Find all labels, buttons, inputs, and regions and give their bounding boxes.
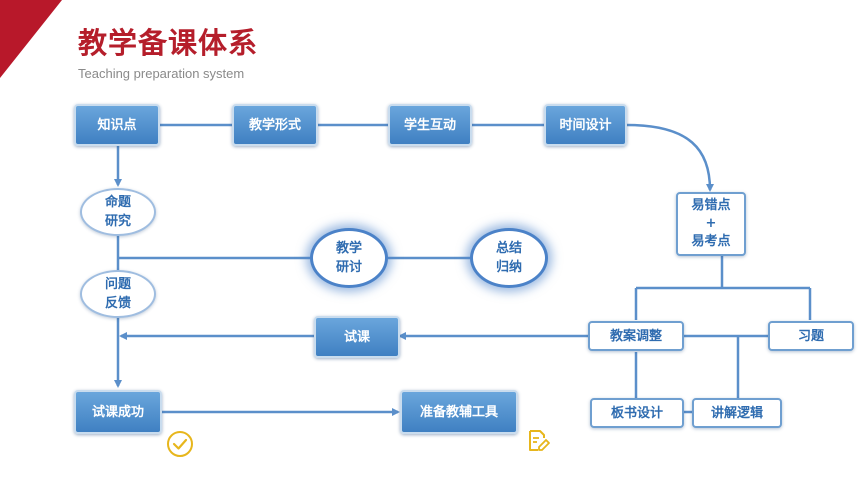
node-time-design: 时间设计 xyxy=(544,104,627,146)
node-teaching-form-label: 教学形式 xyxy=(248,117,301,133)
check-circle-icon xyxy=(167,431,193,457)
node-error-prone-line2: + xyxy=(705,216,717,231)
node-blackboard-design: 板书设计 xyxy=(590,398,684,428)
node-explanation-logic: 讲解逻辑 xyxy=(692,398,782,428)
node-summary-line2: 归纳 xyxy=(495,260,522,275)
document-edit-icon xyxy=(529,430,550,451)
node-error-prone-line1: 易错点 xyxy=(691,198,731,213)
node-exercises: 习题 xyxy=(768,321,854,351)
node-trial-success: 试课成功 xyxy=(74,390,162,434)
node-knowledge-points-label: 知识点 xyxy=(97,117,137,133)
page-subtitle: Teaching preparation system xyxy=(78,66,245,81)
connector-time-errorprone xyxy=(626,123,714,192)
node-lesson-plan-adjust-label: 教案调整 xyxy=(609,328,662,344)
node-summary: 总结 归纳 xyxy=(470,228,548,288)
node-question-research-line1: 命题 xyxy=(104,195,131,210)
node-question-research-line2: 研究 xyxy=(104,214,131,229)
node-student-interaction: 学生互动 xyxy=(388,104,472,146)
node-explanation-logic-label: 讲解逻辑 xyxy=(710,405,763,421)
node-lesson-plan-adjust: 教案调整 xyxy=(588,321,684,351)
node-trial-lesson: 试课 xyxy=(314,316,400,358)
node-trial-lesson-label: 试课 xyxy=(343,329,370,345)
node-issue-feedback: 问题 反馈 xyxy=(80,270,156,318)
node-summary-line1: 总结 xyxy=(495,241,522,256)
node-error-prone: 易错点 + 易考点 xyxy=(676,192,746,256)
node-prepare-tools-label: 准备教辅工具 xyxy=(419,404,498,420)
page-title: 教学备课体系 xyxy=(78,26,259,60)
node-blackboard-design-label: 板书设计 xyxy=(610,405,663,421)
corner-accent xyxy=(0,0,62,78)
node-issue-feedback-line1: 问题 xyxy=(104,277,131,292)
node-knowledge-points: 知识点 xyxy=(74,104,160,146)
node-prepare-tools: 准备教辅工具 xyxy=(400,390,518,434)
node-question-research: 命题 研究 xyxy=(80,188,156,236)
node-teaching-form: 教学形式 xyxy=(232,104,318,146)
node-teaching-research-line1: 教学 xyxy=(335,241,362,256)
node-student-interaction-label: 学生互动 xyxy=(403,117,456,133)
node-trial-success-label: 试课成功 xyxy=(91,404,144,420)
node-issue-feedback-line2: 反馈 xyxy=(104,296,131,311)
node-time-design-label: 时间设计 xyxy=(559,117,612,133)
node-teaching-research-line2: 研讨 xyxy=(335,260,362,275)
node-exercises-label: 习题 xyxy=(797,328,824,344)
node-error-prone-line3: 易考点 xyxy=(691,234,731,249)
node-teaching-research: 教学 研讨 xyxy=(310,228,388,288)
